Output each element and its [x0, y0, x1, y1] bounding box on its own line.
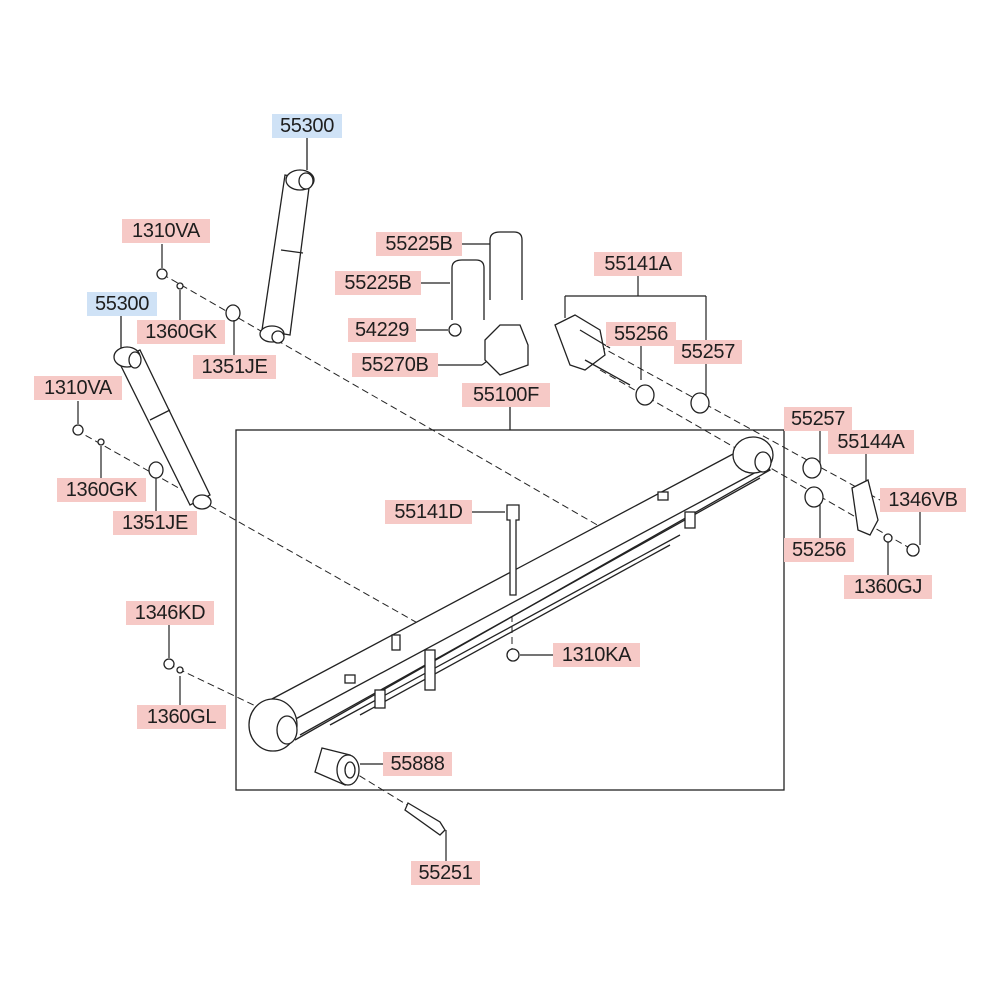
label-center-nut[interactable]: 1310KA [553, 643, 640, 667]
label-shackle-plate[interactable]: 55144A [828, 430, 914, 454]
label-bushing-left[interactable]: 1351JE [113, 511, 197, 535]
label-shock-absorber-right[interactable]: 55300 [272, 114, 342, 138]
label-outer-bushing-2[interactable]: 55257 [784, 407, 852, 431]
label-nut-left[interactable]: 1310VA [34, 376, 122, 400]
label-spring-pad[interactable]: 55270B [352, 353, 438, 377]
u-bolts [451, 231, 523, 320]
label-shackle-bolt[interactable]: 1346VB [880, 488, 966, 512]
label-eye-bushing[interactable]: 55888 [383, 752, 452, 776]
label-front-washer[interactable]: 1360GL [137, 705, 226, 729]
label-nut-right[interactable]: 1310VA [122, 219, 210, 243]
eye-bushing [314, 747, 360, 786]
label-u-bolt-b[interactable]: 55225B [335, 271, 421, 295]
spring-pad [484, 324, 529, 376]
label-u-bolt-nut[interactable]: 54229 [348, 318, 416, 342]
label-shackle-washer[interactable]: 1360GJ [844, 575, 932, 599]
label-eye-bolt[interactable]: 55251 [411, 861, 480, 885]
eye-bolt [404, 802, 446, 836]
label-shackle-assembly[interactable]: 55141A [594, 252, 682, 276]
label-bushing-right[interactable]: 1351JE [193, 355, 276, 379]
label-u-bolt-a[interactable]: 55225B [376, 232, 462, 256]
label-washer-right[interactable]: 1360GK [137, 320, 225, 344]
label-inner-bushing-2[interactable]: 55256 [784, 538, 854, 562]
shock-absorber-right [259, 138, 315, 344]
shock-absorber-left [113, 316, 212, 510]
label-front-nut[interactable]: 1346KD [126, 601, 214, 625]
label-spring-assembly[interactable]: 55100F [462, 383, 550, 407]
leaf-spring [248, 436, 774, 752]
label-outer-bushing[interactable]: 55257 [674, 340, 742, 364]
center-bolt [506, 504, 520, 596]
label-shock-absorber-left[interactable]: 55300 [87, 292, 157, 316]
label-inner-bushing[interactable]: 55256 [606, 322, 676, 346]
shackle-plate [851, 479, 879, 536]
label-center-bolt[interactable]: 55141D [385, 500, 472, 524]
shackle-assembly [554, 314, 606, 371]
label-washer-left[interactable]: 1360GK [57, 478, 146, 502]
